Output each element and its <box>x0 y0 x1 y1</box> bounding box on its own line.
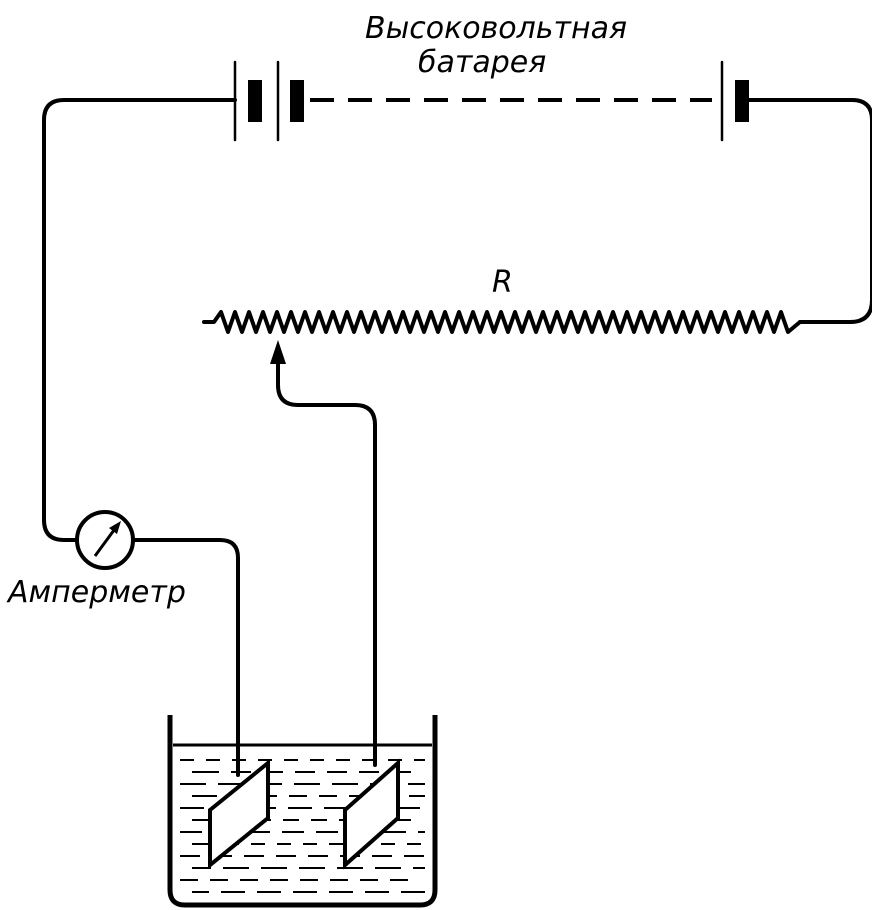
vessel-walls <box>167 715 438 908</box>
resistor-coil <box>202 310 802 334</box>
electrode-right-plate <box>343 758 400 870</box>
wire-ammeter-to-left-electrode <box>130 538 240 777</box>
battery-cell-n-plate-short <box>735 80 749 122</box>
wire-left-battery-to-ammeter <box>42 98 237 542</box>
high-voltage-battery <box>233 60 749 142</box>
wire-right-electrode-to-slider <box>276 360 377 767</box>
ammeter-label: Амперметр <box>6 575 186 610</box>
battery-cell1-plate-short <box>248 80 262 122</box>
electrolysis-vessel <box>167 715 438 908</box>
battery-label-line1: Высоковольтная <box>365 11 627 46</box>
electrode-left-plate <box>208 758 270 870</box>
ammeter <box>75 510 135 570</box>
battery-label-line2: батарея <box>418 45 546 80</box>
resistor-label: R <box>492 265 513 300</box>
wire-right-battery-to-resistor <box>747 98 872 324</box>
battery-cell2-plate-short <box>290 80 304 122</box>
slider-contact-arrowhead <box>270 340 286 364</box>
ammeter-needle-tip <box>109 521 121 534</box>
